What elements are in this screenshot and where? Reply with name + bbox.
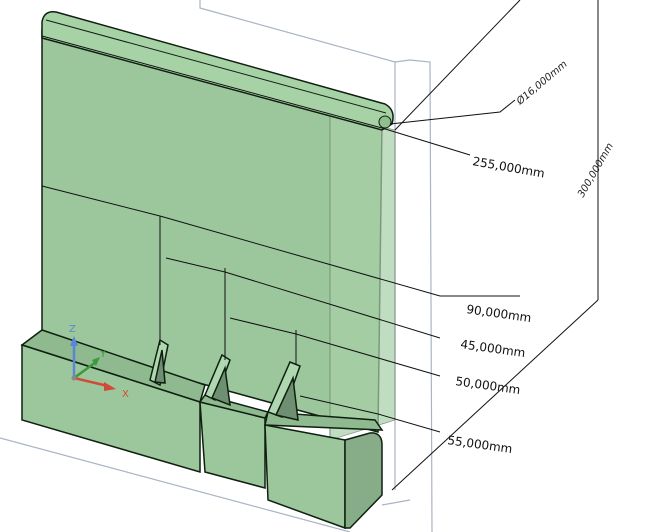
axis-triad: Z Y X: [69, 324, 129, 400]
dimension-lines: [41, 0, 599, 491]
dim-55[interactable]: 55,000mm: [447, 433, 514, 456]
dim-diameter[interactable]: Ø16,000mm: [513, 58, 569, 108]
axis-y-label: Y: [99, 349, 107, 360]
axis-x-label: X: [122, 389, 129, 400]
dim-50[interactable]: 50,000mm: [455, 374, 522, 397]
dim-height[interactable]: 300,000mm: [576, 141, 616, 199]
tray: [20, 329, 384, 530]
dim-45[interactable]: 45,000mm: [460, 337, 527, 360]
axis-z-label: Z: [69, 324, 76, 335]
dim-90[interactable]: 90,000mm: [466, 302, 533, 325]
dim-width[interactable]: 255,000mm: [471, 154, 545, 180]
